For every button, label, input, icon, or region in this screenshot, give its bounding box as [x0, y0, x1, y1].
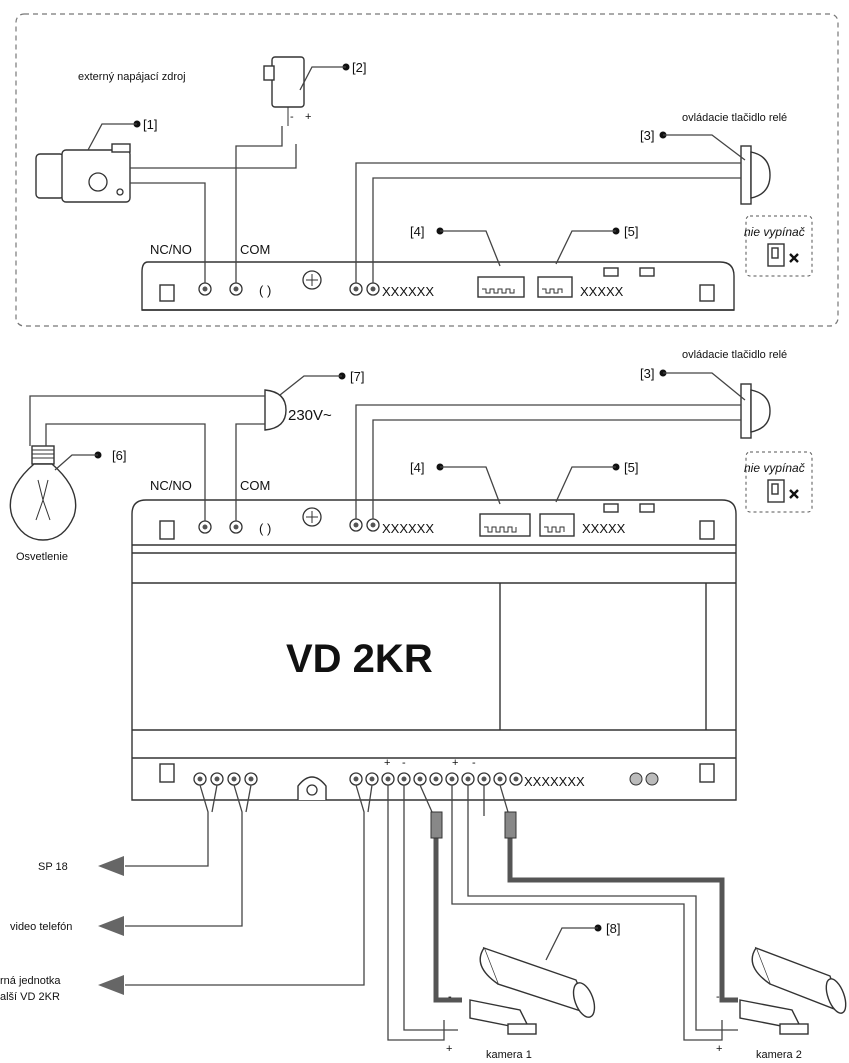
camera-2-icon: [739, 946, 847, 1035]
not-switch-label-bottom: nie vypínač: [744, 461, 805, 475]
top-terminal-row-b: XXXXX: [580, 284, 624, 299]
dip-switch-5: [539, 513, 575, 537]
not-switch-label-top: nie vypínač: [744, 225, 805, 239]
callout-8: [8]: [606, 921, 620, 936]
upper-terminal-row-a: XXXXXX: [382, 521, 434, 536]
relay-button-icon-top: [740, 145, 771, 205]
top-nc-no-label: NC/NO: [150, 242, 192, 257]
ps-minus: -: [290, 111, 294, 123]
lower-terminals-right: [349, 772, 523, 786]
top-callout-4: [4]: [410, 224, 424, 239]
com-label: COM: [240, 478, 270, 493]
upper-terminal-glyph: ( ): [259, 521, 271, 536]
top-callout-5: [5]: [624, 224, 638, 239]
ps-plus: +: [305, 111, 311, 123]
dip-switch-4: [479, 513, 531, 537]
top-callout-2: [2]: [352, 60, 366, 75]
camera-2-label: kamera 2: [756, 1049, 802, 1061]
top-terminal-nc: [198, 282, 212, 296]
output-videophone: video telefón: [10, 921, 72, 933]
relay-button-icon-bottom: [740, 383, 771, 439]
terminal-button-b: [366, 518, 380, 532]
terminal-com: [229, 520, 243, 534]
top-terminal-glyph: ( ): [259, 283, 271, 298]
terminal-button-a: [349, 518, 363, 532]
screw-icon: [302, 507, 322, 527]
camera-1-icon: [469, 946, 596, 1035]
light-bulb-icon: [9, 445, 77, 541]
callout-7: [7]: [350, 369, 364, 384]
callout-3-bottom: [3]: [640, 366, 654, 381]
top-com-label: COM: [240, 242, 270, 257]
mains-switch-icon: [264, 389, 287, 431]
output-sp18: SP 18: [38, 861, 68, 873]
top-terminal-btn-a: [349, 282, 363, 296]
top-dip-switch-4: [477, 276, 525, 298]
arrow-sp18: [98, 856, 124, 876]
top-terminal-btn-b: [366, 282, 380, 296]
top-mount-left: [159, 284, 175, 302]
term-minus-2: -: [472, 757, 476, 769]
not-switch-box-bottom: [745, 451, 813, 513]
cam2-plus: +: [716, 1043, 722, 1055]
cam2-minus: -: [716, 991, 720, 1003]
cam1-plus: +: [446, 1043, 452, 1055]
top-dip-switch-5: [537, 276, 573, 298]
output-unit-line2: alší VD 2KR: [0, 991, 60, 1003]
callout-4-bottom: [4]: [410, 460, 424, 475]
relay-button-label-bottom: ovládacie tlačidlo relé: [682, 349, 787, 361]
cam1-minus: -: [448, 991, 452, 1003]
door-lock-icon: [35, 143, 131, 203]
output-unit-line1: rná jednotka: [0, 975, 61, 987]
top-mount-right: [699, 284, 715, 302]
arrow-videophone: [98, 916, 124, 936]
top-terminal-row-a: XXXXXX: [382, 284, 434, 299]
top-callout-1: [1]: [143, 117, 157, 132]
term-plus-2: +: [452, 757, 458, 769]
mains-voltage: 230V~: [288, 407, 332, 424]
top-terminal-com: [229, 282, 243, 296]
term-minus-1: -: [402, 757, 406, 769]
lower-terminal-row: XXXXXXX: [524, 774, 585, 789]
callout-5-bottom: [5]: [624, 460, 638, 475]
vd2kr-device: [131, 499, 737, 801]
term-plus-1: +: [384, 757, 390, 769]
upper-terminal-row-b: XXXXX: [582, 521, 626, 536]
camera-1-label: kamera 1: [486, 1049, 532, 1061]
top-callout-3: [3]: [640, 128, 654, 143]
lower-mount-hole: [297, 776, 327, 800]
arrow-unit: [98, 975, 124, 995]
device-name: VD 2KR: [286, 637, 433, 681]
terminal-nc-no: [198, 520, 212, 534]
nc-no-label: NC/NO: [150, 478, 192, 493]
power-supply-label: externý napájací zdroj: [78, 71, 186, 83]
top-dashed-frame: [15, 13, 839, 327]
power-supply-icon: [263, 56, 305, 126]
top-screw-icon: [302, 270, 322, 290]
not-switch-box-top: [745, 215, 813, 277]
callout-6: [6]: [112, 448, 126, 463]
top-relay-button-label: ovládacie tlačidlo relé: [682, 112, 787, 124]
lighting-label: Osvetlenie: [16, 551, 68, 563]
